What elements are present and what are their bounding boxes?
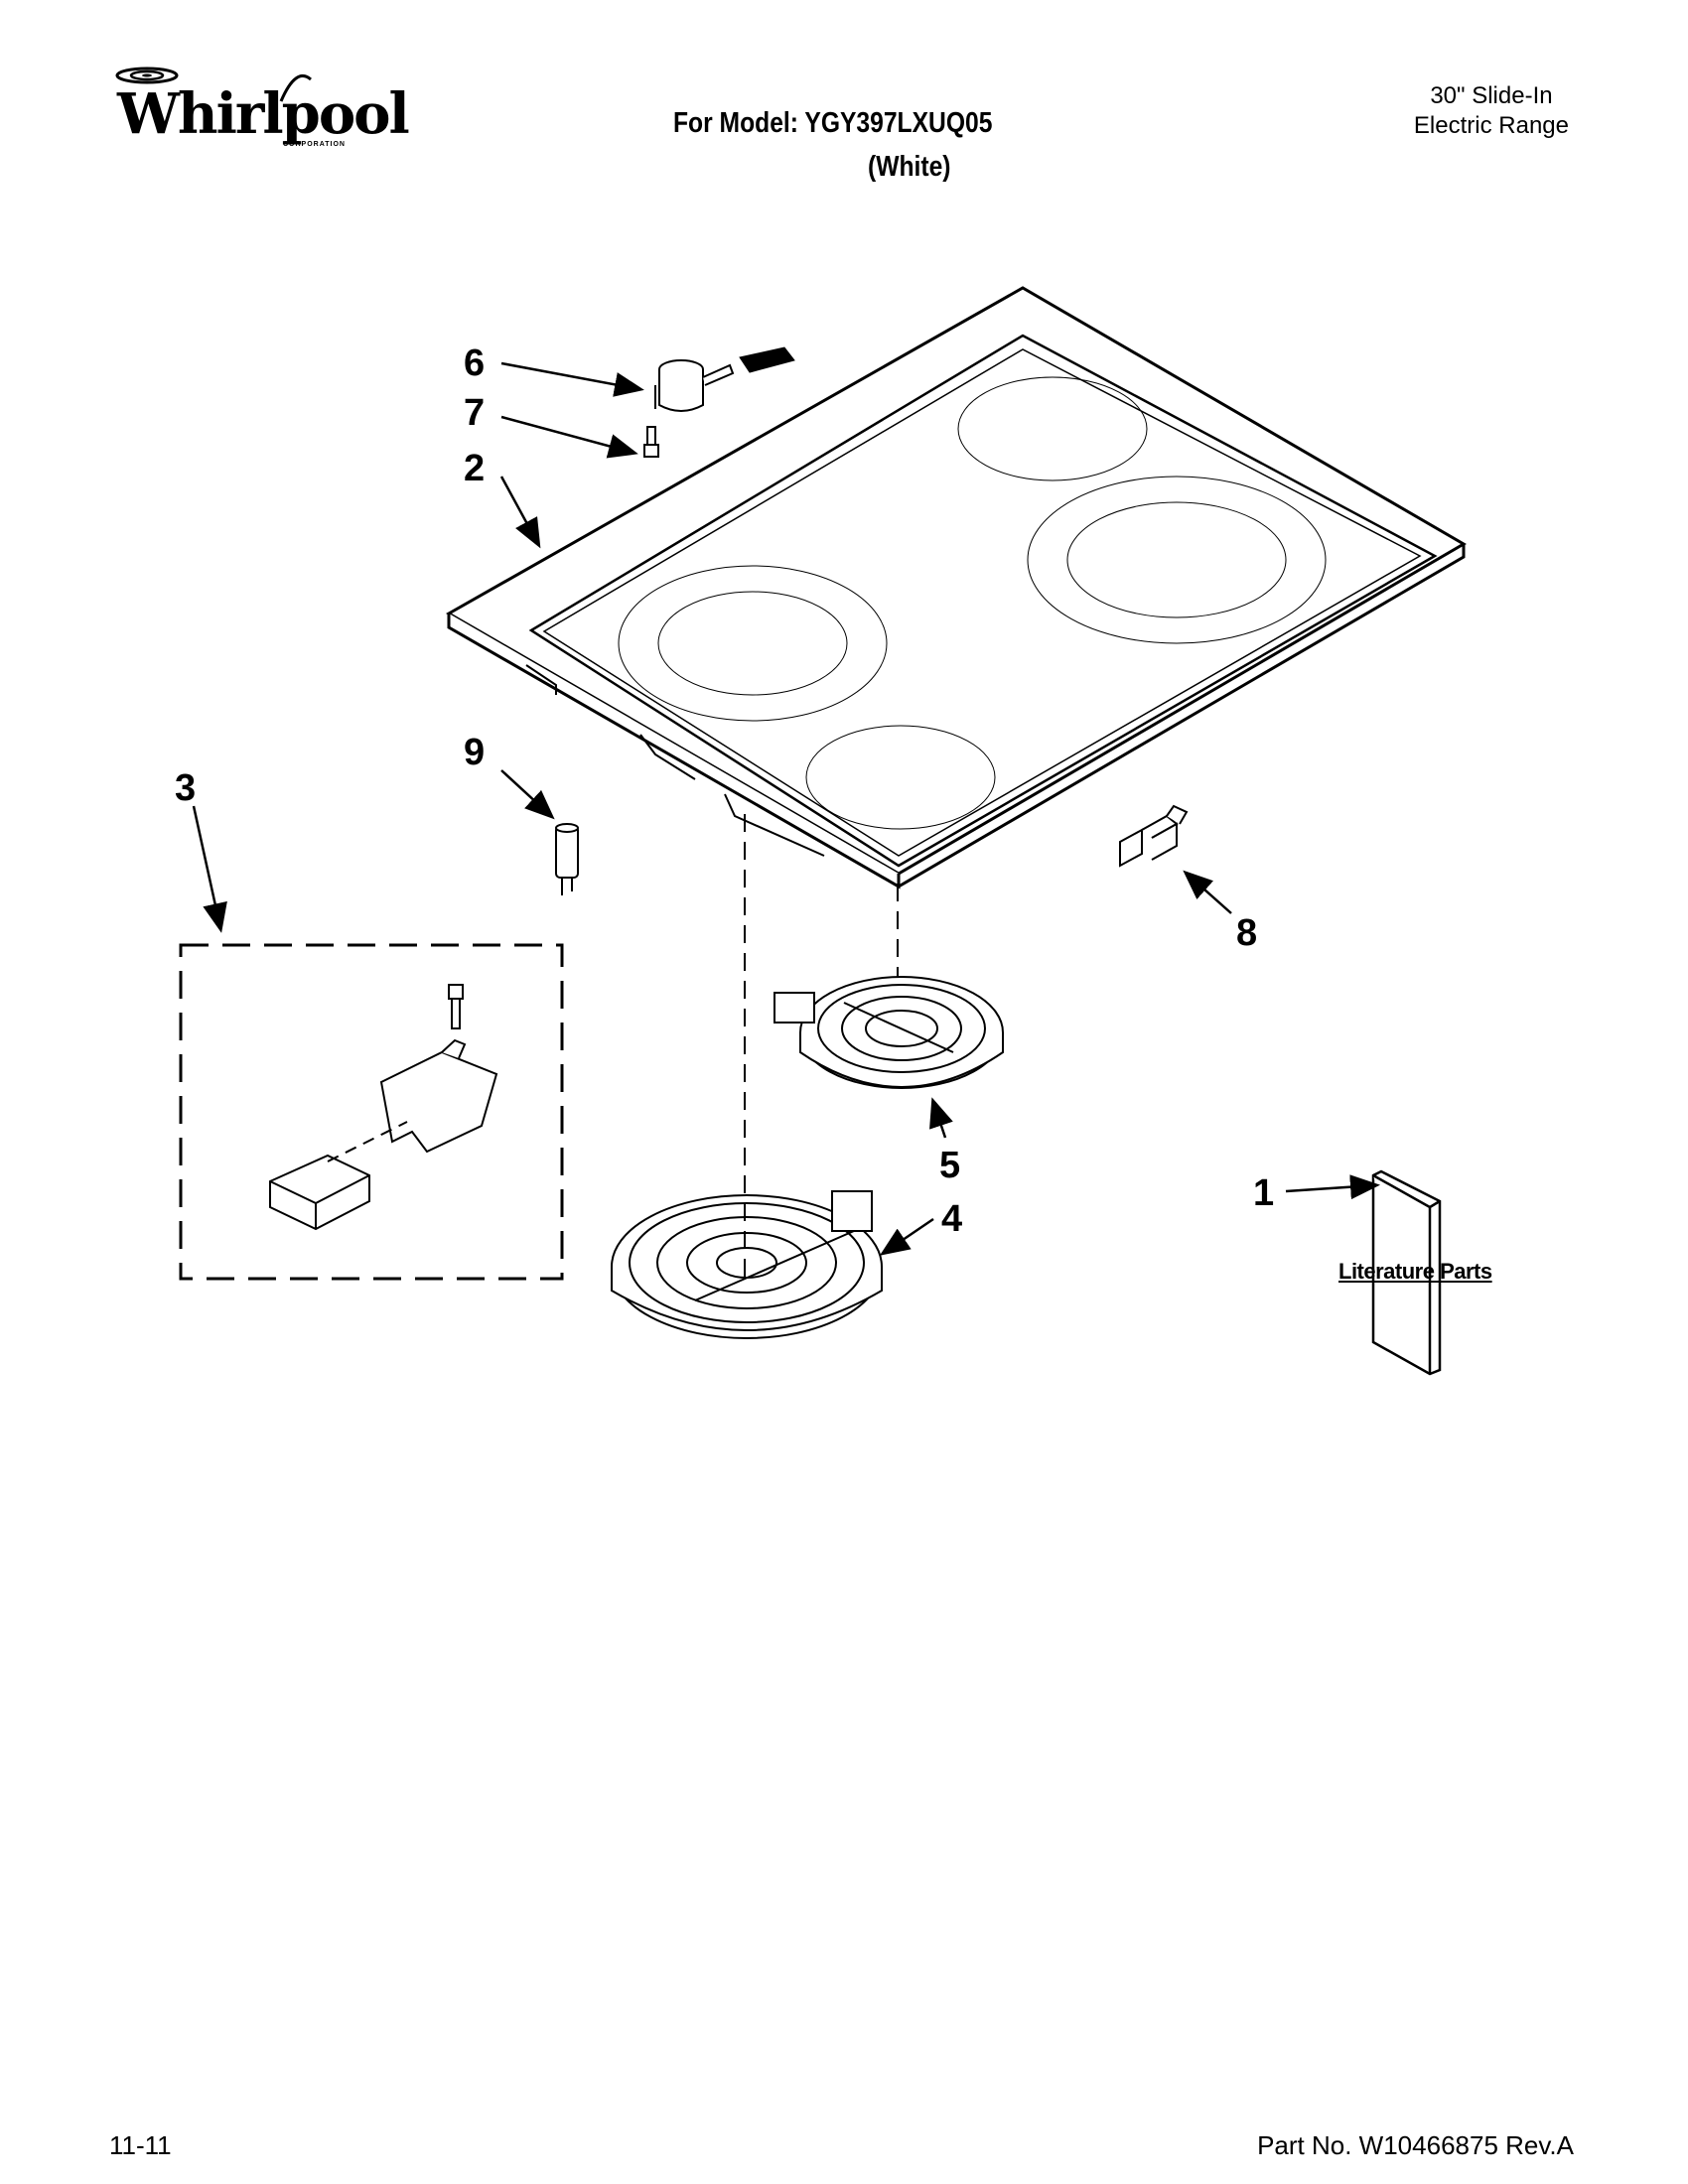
model-color: (White): [868, 151, 951, 183]
screw-part-7: [643, 426, 659, 458]
leader-6: [500, 361, 644, 397]
model-title: For Model: YGY397LXUQ05: [673, 107, 993, 139]
large-radiant-element: [611, 1190, 883, 1339]
mounting-bracket: [1119, 804, 1189, 868]
whirlpool-logo: Whirlpool CORPORATION: [107, 62, 410, 161]
leader-4: [879, 1217, 934, 1256]
leader-5: [929, 1097, 953, 1139]
leader-8: [1183, 870, 1232, 914]
leader-7: [500, 415, 638, 459]
brand-tagline: CORPORATION: [283, 141, 346, 148]
brand-name: Whirlpool: [117, 81, 410, 147]
footer-date: 11-11: [109, 2130, 172, 2160]
leader-1: [1285, 1174, 1380, 1200]
leader-3: [192, 805, 227, 933]
callout-5: 5: [939, 1145, 960, 1186]
literature-parts-label: Literature Parts: [1338, 1259, 1492, 1284]
callout-9: 9: [464, 732, 485, 773]
callout-4: 4: [941, 1198, 962, 1240]
leader-9: [500, 769, 555, 820]
literature-booklet: [1371, 1169, 1442, 1376]
callout-8: 8: [1236, 912, 1257, 954]
callout-6: 6: [464, 342, 485, 384]
product-description: 30" Slide-In Electric Range: [1414, 81, 1569, 141]
callout-7: 7: [464, 392, 485, 434]
product-category: Electric Range: [1413, 112, 1569, 139]
callout-3: 3: [175, 767, 196, 809]
product-type: 30" Slide-In: [1430, 82, 1553, 109]
small-radiant-element: [774, 976, 1004, 1089]
indicator-light: [555, 823, 579, 895]
leader-2: [499, 476, 541, 549]
clamp-kit: [179, 943, 564, 1281]
footer-part-number: Part No. W10466875 Rev.A: [1257, 2130, 1574, 2160]
callout-1: 1: [1253, 1172, 1274, 1214]
logo-swirl-icon: [115, 67, 312, 102]
limiter-switch: [654, 359, 735, 412]
callout-2: 2: [464, 448, 485, 489]
cooktop-glass: [445, 286, 1467, 889]
